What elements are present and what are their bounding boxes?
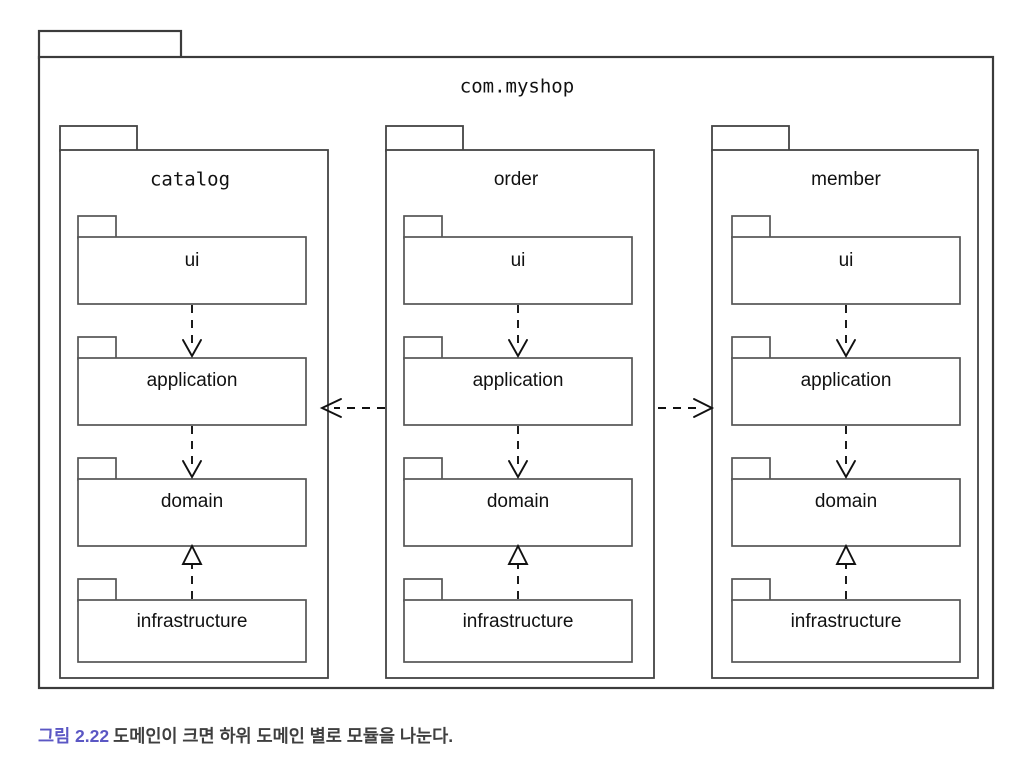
module-body-catalog-ui [77,236,307,305]
module-tab-catalog-application [77,336,117,360]
module-body-catalog-domain [77,478,307,547]
module-tab-member-domain [731,457,771,481]
figure-caption-text: 도메인이 크면 하위 도메인 별로 모듈을 나눈다. [113,726,454,746]
dependency-order-application-to-domain [508,426,528,479]
package-order: order ui application domain [385,125,655,679]
package-tab-catalog [59,125,138,152]
module-body-order-application [403,357,633,426]
package-label-member: member [811,169,881,190]
module-label-catalog-domain: domain [161,491,223,512]
dependency-member-application-to-domain [836,426,856,479]
realization-order-infrastructure-to-domain [507,543,529,599]
module-tab-order-application [403,336,443,360]
module-tab-order-ui [403,215,443,239]
dependency-order-ui-to-application [508,305,528,358]
uml-package-diagram: com.myshop catalog ui application [37,29,995,690]
module-label-order-infrastructure: infrastructure [463,611,574,632]
package-tab-order [385,125,464,152]
figure-number: 그림 2.22 [38,726,110,746]
module-order-infrastructure: infrastructure [403,578,633,663]
module-body-member-domain [731,478,961,547]
package-catalog: catalog ui application domain [59,125,329,679]
module-member-infrastructure: infrastructure [731,578,961,663]
package-label-com-myshop: com.myshop [460,76,574,98]
package-label-catalog: catalog [150,169,230,191]
module-tab-order-domain [403,457,443,481]
module-body-member-ui [731,236,961,305]
module-order-domain: domain [403,457,633,547]
module-tab-member-infrastructure [731,578,771,602]
module-tab-catalog-ui [77,215,117,239]
module-order-ui: ui [403,215,633,305]
module-tab-member-ui [731,215,771,239]
module-label-order-domain: domain [487,491,549,512]
realization-member-infrastructure-to-domain [835,543,857,599]
package-tab-member [711,125,790,152]
package-label-order: order [494,169,539,190]
module-label-member-ui: ui [839,250,854,271]
module-body-order-domain [403,478,633,547]
module-catalog-domain: domain [77,457,307,547]
module-label-order-application: application [473,370,564,391]
module-body-order-infrastructure [403,599,633,663]
module-tab-order-infrastructure [403,578,443,602]
module-catalog-ui: ui [77,215,307,305]
module-label-order-ui: ui [511,250,526,271]
dependency-catalog-application-to-domain [182,426,202,479]
package-member: member ui application domain [711,125,979,679]
module-member-ui: ui [731,215,961,305]
module-member-domain: domain [731,457,961,547]
module-tab-member-application [731,336,771,360]
package-tab-com-myshop [37,29,183,60]
module-label-member-domain: domain [815,491,877,512]
dependency-catalog-ui-to-application [182,305,202,358]
module-label-catalog-ui: ui [185,250,200,271]
module-label-member-infrastructure: infrastructure [791,611,902,632]
module-label-catalog-infrastructure: infrastructure [137,611,248,632]
module-member-application: application [731,336,961,426]
module-catalog-application: application [77,336,307,426]
dependency-order-to-catalog [319,398,385,418]
module-body-member-application [731,357,961,426]
module-body-catalog-infrastructure [77,599,307,663]
module-order-application: application [403,336,633,426]
module-label-member-application: application [801,370,892,391]
module-tab-catalog-domain [77,457,117,481]
module-catalog-infrastructure: infrastructure [77,578,307,663]
module-tab-catalog-infrastructure [77,578,117,602]
dependency-order-to-member [658,398,715,418]
module-label-catalog-application: application [147,370,238,391]
module-body-member-infrastructure [731,599,961,663]
realization-catalog-infrastructure-to-domain [181,543,203,599]
module-body-catalog-application [77,357,307,426]
dependency-member-ui-to-application [836,305,856,358]
module-body-order-ui [403,236,633,305]
